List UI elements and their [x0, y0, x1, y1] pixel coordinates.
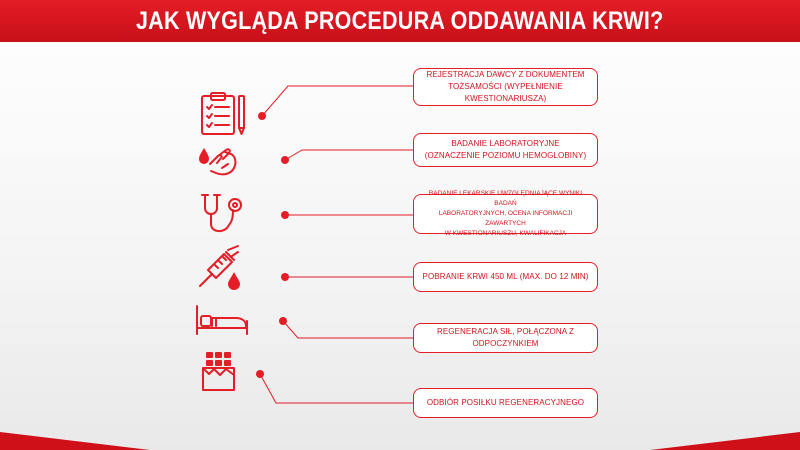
step-text-lab-test: BADANIE LABORATORYJNE (OZNACZENIE POZIOM…: [424, 139, 587, 160]
stethoscope-icon: [201, 194, 242, 233]
header-bar: JAK WYGLĄDA PROCEDURA ODDAWANIA KRWI?: [0, 0, 800, 42]
step-text-regeneration: REGENERACJA SIŁ, POŁĄCZONA Z ODPOCZYNKIE…: [436, 327, 575, 348]
connector-dot-5: [279, 317, 287, 325]
step-text-blood-draw: POBRANIE KRWI 450 ML (MAX. DO 12 MIN): [422, 272, 589, 281]
step-box-registration: REJESTRACJA DAWCY Z DOKUMENTEM TOŻSAMOŚC…: [413, 68, 598, 106]
connector-line-5: [282, 320, 413, 339]
decor-corner-left: [0, 432, 150, 450]
decor-corner-right: [650, 432, 800, 450]
connector-dot-2: [281, 156, 289, 164]
step-text-meal: ODBIÓR POSIŁKU REGENERACYJNEGO: [426, 398, 585, 407]
step-text-medical-exam: BADANIE LEKARSKIE UWZGLĘDNIAJĄCE WYNIKI …: [428, 190, 583, 237]
step-box-medical-exam: BADANIE LEKARSKIE UWZGLĘDNIAJĄCE WYNIKI …: [413, 190, 598, 237]
bed-rest-icon: [196, 305, 248, 335]
clipboard-pen-icon: [201, 92, 245, 135]
step-box-blood-draw: POBRANIE KRWI 450 ML (MAX. DO 12 MIN): [413, 262, 598, 292]
connector-dot-6: [256, 370, 264, 378]
chocolate-bar-icon: [202, 352, 235, 391]
step-text-registration: REJESTRACJA DAWCY Z DOKUMENTEM TOŻSAMOŚC…: [426, 70, 585, 103]
finger-blood-drop-icon: [199, 148, 237, 176]
connector-dot-1: [258, 112, 266, 120]
connector-line-2: [284, 149, 413, 161]
connector-line-1: [261, 85, 413, 117]
page-title: JAK WYGLĄDA PROCEDURA ODDAWANIA KRWI?: [136, 6, 664, 35]
step-box-regeneration: REGENERACJA SIŁ, POŁĄCZONA Z ODPOCZYNKIE…: [413, 323, 598, 353]
connector-line-6: [259, 373, 413, 404]
connector-dot-3: [281, 211, 289, 219]
connector-dot-4: [281, 273, 289, 281]
step-box-lab-test: BADANIE LABORATORYJNE (OZNACZENIE POZIOM…: [413, 133, 598, 167]
syringe-blood-drop-icon: [199, 245, 240, 290]
step-box-meal: ODBIÓR POSIŁKU REGENERACYJNEGO: [413, 388, 598, 418]
